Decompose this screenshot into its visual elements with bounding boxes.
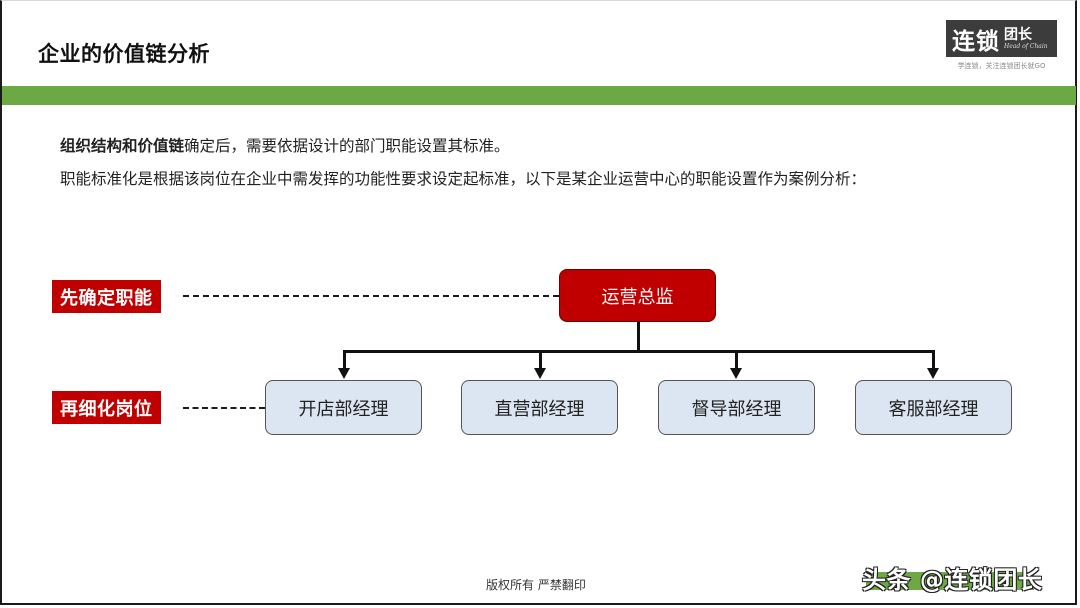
connector-vertical	[637, 322, 640, 352]
arrow-down-icon	[730, 368, 742, 379]
dashed-connector-1	[183, 295, 559, 297]
watermark-text: 头条 @连锁团长	[862, 565, 1043, 594]
node-store-opening-manager: 开店部经理	[265, 380, 422, 435]
intro-line-2: 职能标准化是根据该岗位在企业中需发挥的功能性要求设定起标准，以下是某企业运营中心…	[60, 170, 867, 188]
arrow-down-icon	[534, 368, 546, 379]
dashed-connector-2	[183, 407, 265, 409]
brand-logo: 连锁 团长 Head of Chain	[946, 20, 1057, 57]
tag-define-function: 先确定职能	[52, 280, 161, 313]
logo-main-text: 连锁	[952, 28, 1000, 55]
watermark: 头条 @连锁团长	[862, 560, 1042, 594]
node-customer-service-manager: 客服部经理	[855, 380, 1012, 435]
tag-refine-position: 再细化岗位	[52, 391, 161, 424]
logo-side-en: Head of Chain	[1004, 42, 1048, 50]
watermark-background	[866, 572, 1034, 590]
arrow-down-icon	[927, 368, 939, 379]
logo-side: 团长 Head of Chain	[1004, 28, 1048, 50]
intro-line-1-rest: 确定后，需要依据设计的部门职能设置其标准。	[184, 137, 510, 155]
node-operations-director: 运营总监	[559, 269, 716, 322]
intro-line-1: 组织结构和价值链确定后，需要依据设计的部门职能设置其标准。	[60, 134, 510, 156]
connector-drop-4	[932, 350, 935, 370]
copyright-notice: 版权所有 严禁翻印	[486, 578, 586, 592]
intro-line-1-bold: 组织结构和价值链	[60, 137, 185, 155]
connector-drop-3	[735, 350, 738, 370]
header-divider-bar	[2, 86, 1076, 105]
logo-side-cn: 团长	[1004, 26, 1032, 43]
connector-drop-2	[539, 350, 542, 370]
connector-drop-1	[343, 350, 346, 370]
connector-horizontal	[343, 350, 935, 353]
node-direct-ops-manager: 直营部经理	[461, 380, 618, 435]
logo-tagline: 学连锁，关注连锁团长就GO	[957, 62, 1046, 70]
arrow-down-icon	[338, 368, 350, 379]
node-supervision-manager: 督导部经理	[658, 380, 815, 435]
page-title: 企业的价值链分析	[38, 42, 210, 66]
